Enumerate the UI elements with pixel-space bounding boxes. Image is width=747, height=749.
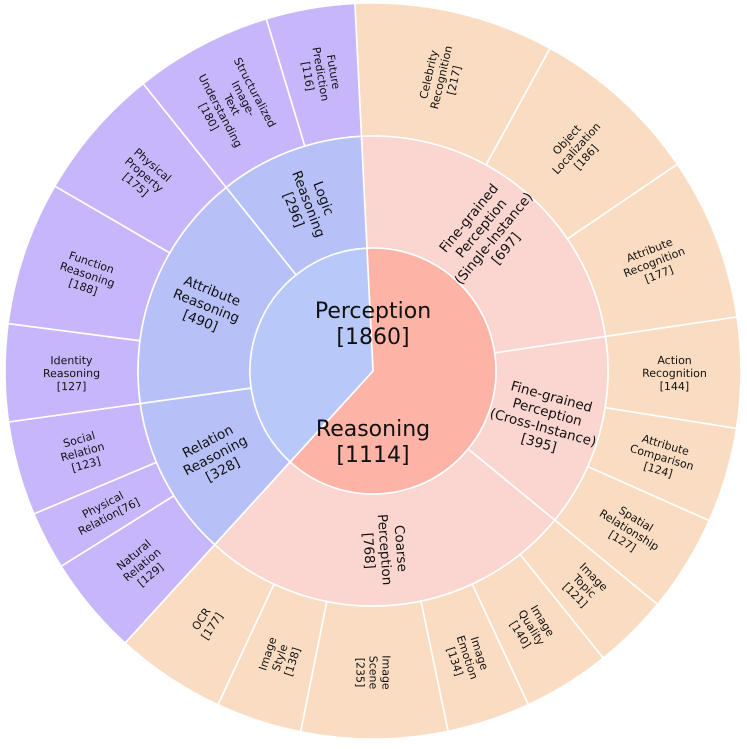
middle-label-coarse-line: [768]: [359, 532, 378, 569]
outer-label-future-line: [116]: [299, 61, 317, 92]
outer-label-action-line: Action: [657, 354, 692, 367]
middle-label-logic: LogicReasoning[296]: [273, 163, 343, 246]
center-segment-perception: [289, 247, 497, 495]
center-label-reasoning-line: [1114]: [336, 443, 409, 468]
outer-label-image-line: [235]: [353, 658, 366, 688]
outer-label-image-line: Scene: [367, 656, 380, 690]
center-label-reasoning-line: Reasoning: [316, 417, 430, 442]
outer-label-attribute: AttributeRecognition[177]: [617, 232, 692, 292]
outer-label-future-line: Future: [324, 54, 343, 91]
center-label-perception: Perception[1860]: [315, 299, 431, 350]
outer-label-future: FuturePrediction[116]: [297, 44, 345, 105]
center-label-perception-line: [1860]: [336, 325, 409, 350]
outer-label-social: SocialRelation[123]: [56, 427, 110, 476]
center-label-perception-line: Perception: [315, 299, 431, 324]
middle-label-coarse-line: Perception: [374, 513, 395, 585]
outer-label-celebrity-line: [217]: [445, 64, 464, 96]
outer-label-identity-line: Identity: [50, 354, 93, 367]
outer-label-action-line: Recognition: [642, 367, 707, 380]
center-segment-reasoning: [249, 247, 374, 464]
middle-label-coarse: CoarsePerception[768]: [358, 512, 411, 587]
middle-label-coarse-line: Coarse: [391, 524, 410, 572]
outer-label-action-line: [144]: [660, 380, 690, 393]
center-label-reasoning: Reasoning[1114]: [316, 417, 430, 468]
outer-label-identity-line: Reasoning: [43, 367, 100, 380]
outer-label-identity-line: [127]: [57, 380, 87, 393]
outer-label-image-line: Image: [379, 655, 392, 690]
outer-label-image: ImageScene[235]: [353, 655, 392, 690]
